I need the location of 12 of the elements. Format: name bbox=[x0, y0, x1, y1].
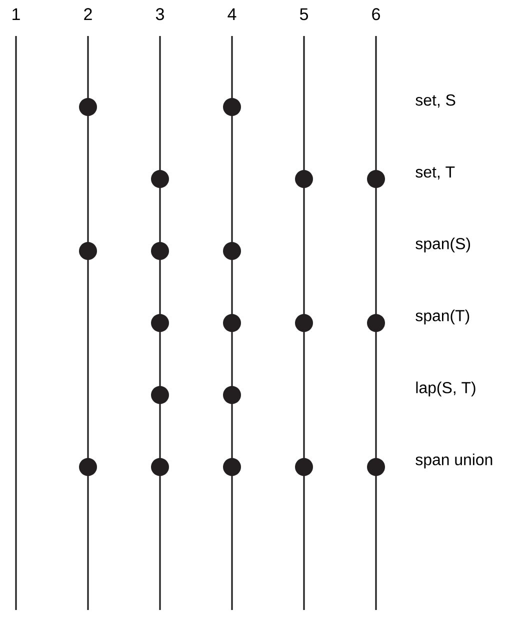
tick-label: 3 bbox=[156, 8, 164, 20]
category-label: set, T bbox=[416, 166, 455, 180]
category-label: span union bbox=[416, 454, 492, 468]
tick-label: 2 bbox=[84, 8, 92, 20]
category-label: lap(S, T) bbox=[416, 382, 476, 396]
tick-label: 1 bbox=[12, 8, 20, 20]
category-label: set, S bbox=[416, 94, 456, 108]
tick-label: 4 bbox=[228, 8, 236, 20]
tick-label: 6 bbox=[372, 8, 380, 20]
category-label: span(S) bbox=[416, 238, 470, 252]
category-label: span(T) bbox=[416, 310, 470, 324]
tick-label: 5 bbox=[300, 8, 308, 20]
